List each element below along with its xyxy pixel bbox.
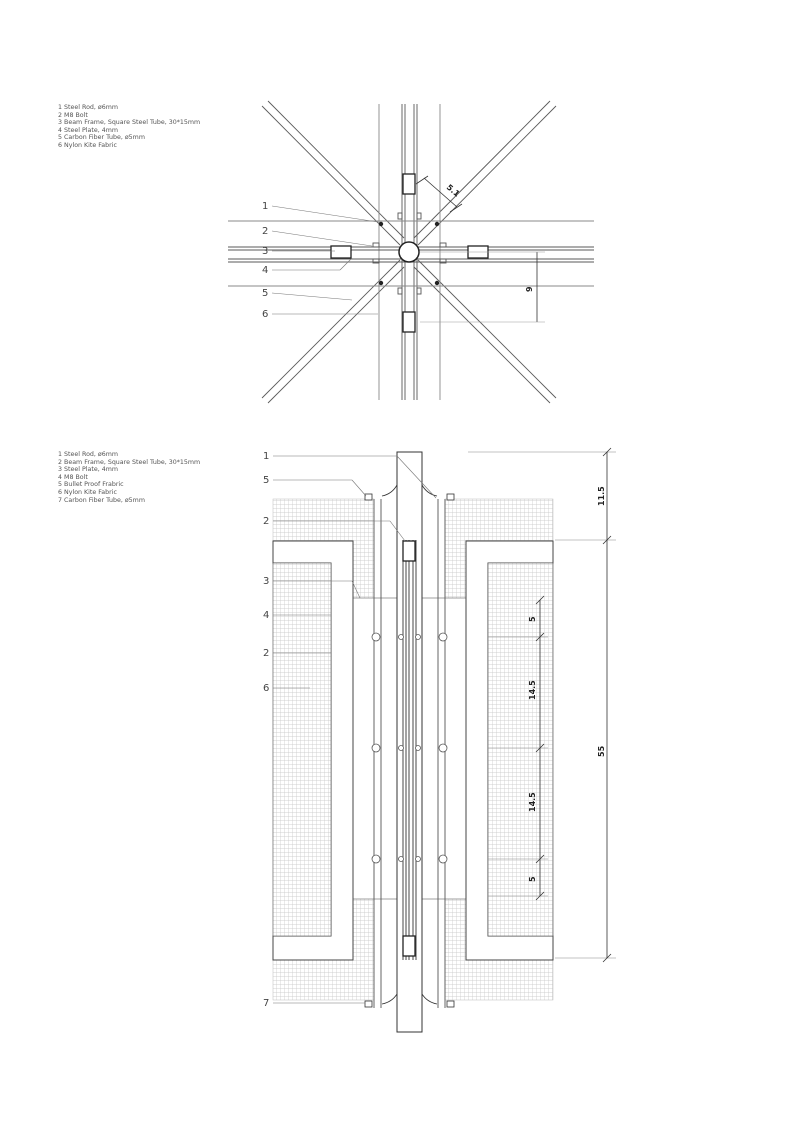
callout-number: 2	[263, 648, 269, 659]
bottom-detail-drawing	[272, 447, 616, 1033]
dimension-label: 5.1	[445, 183, 462, 199]
connector-dots	[378, 221, 440, 286]
dimension-chain-inner	[488, 595, 548, 901]
top-detail-drawing	[228, 100, 594, 404]
callout-number: 5	[263, 475, 269, 486]
center-steel-rod	[398, 241, 420, 263]
callout-number: 2	[262, 226, 268, 237]
dimension-label: 55	[597, 745, 606, 757]
legend-item: 5 Bullet Proof Frabric	[58, 481, 124, 489]
bolt-marks	[372, 212, 447, 295]
callout-number: 3	[263, 576, 269, 587]
steel-plate-north	[402, 173, 416, 195]
dimension-9	[420, 251, 545, 323]
callout-number: 6	[263, 683, 269, 694]
dimension-label: 11.5	[597, 486, 606, 506]
legend-item: 6 Nylon Kite Fabric	[58, 488, 117, 496]
leader-lines	[273, 455, 437, 1004]
tube-end-caps	[364, 484, 455, 1008]
dimension-5-1	[415, 175, 463, 213]
bullet-proof-fabric-frames	[272, 540, 554, 961]
steel-plate-south	[402, 311, 416, 333]
legend-item: 1 Steel Rod, ø6mm	[58, 104, 119, 111]
carbon-fiber-tubes	[373, 499, 446, 1008]
callout-number: 3	[262, 246, 268, 257]
legend-bottom: 1 Steel Rod, ø6mm 2 Beam Frame, Square S…	[58, 451, 200, 504]
callout-number: 1	[262, 201, 268, 212]
callout-number: 6	[262, 309, 268, 320]
dimension-label: 14.5	[528, 680, 537, 700]
legend-item: 4 Steel Plate, 4mm	[58, 126, 118, 134]
callout-number: 7	[263, 998, 269, 1009]
leader-lines	[271, 205, 379, 315]
legend-item: 5 Carbon Fiber Tube, ø5mm	[58, 134, 145, 142]
legend-item: 3 Steel Plate, 4mm	[58, 466, 118, 474]
bottom-callout-numbers: 1 5 2 3 4 2 6 7	[263, 451, 269, 1009]
steel-plate-west	[330, 245, 352, 259]
legend-item: 6 Nylon Kite Fabric	[58, 141, 117, 149]
legend-item: 7 Carbon Fiber Tube, ø5mm	[58, 496, 145, 504]
legend-item: 1 Steel Rod, ø6mm	[58, 451, 119, 458]
dimension-label: 9	[525, 286, 534, 292]
beam-frame-bottom	[402, 935, 416, 957]
legend-top: 1 Steel Rod, ø6mm 2 M8 Bolt 3 Beam Frame…	[58, 104, 200, 150]
callout-number: 5	[262, 288, 268, 299]
m8-bolts	[371, 632, 448, 864]
legend-item: 3 Beam Frame, Square Steel Tube, 30*15mm	[58, 119, 201, 127]
legend-item: 2 M8 Bolt	[58, 111, 88, 119]
dimension-label: 5	[528, 616, 537, 622]
callout-number: 2	[263, 516, 269, 527]
legend-item: 4 M8 Bolt	[58, 473, 88, 481]
beam-frame-top	[402, 540, 416, 562]
legend-item: 2 Beam Frame, Square Steel Tube, 30*15mm	[58, 458, 201, 466]
dimension-label: 5	[528, 876, 537, 882]
dimension-label: 14.5	[528, 792, 537, 812]
callout-number: 4	[262, 265, 268, 276]
top-callout-numbers: 1 2 3 4 5 6	[262, 201, 268, 320]
callout-number: 4	[263, 610, 269, 621]
dimension-chain-outer	[468, 447, 616, 963]
callout-number: 1	[263, 451, 269, 462]
bottom-dimension-labels: 11.5 55 5 14.5 14.5 5	[528, 486, 606, 882]
